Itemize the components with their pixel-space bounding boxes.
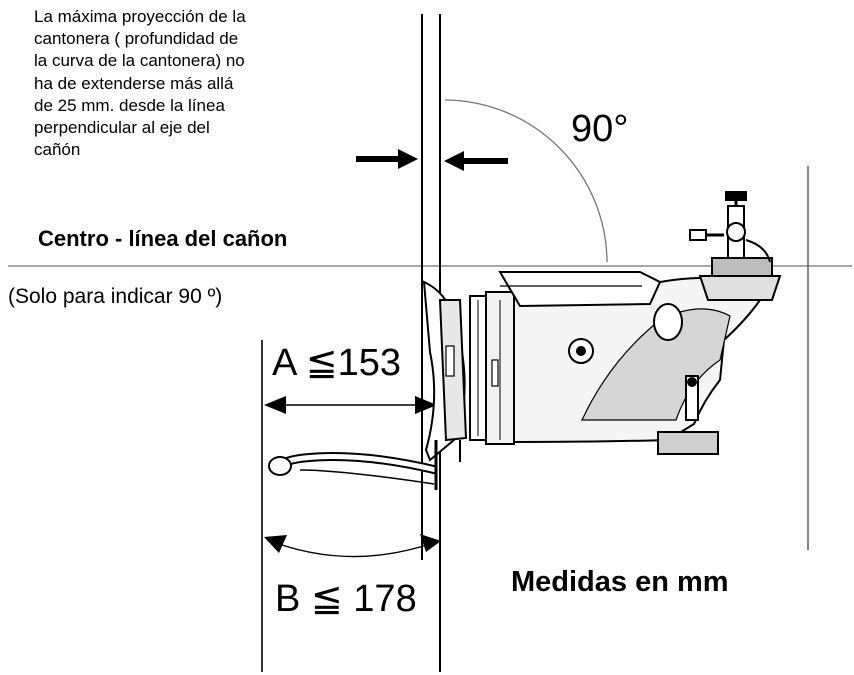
- arrow-left-icon: [444, 151, 508, 171]
- centerline-label: Centro - línea del cañon: [38, 226, 288, 251]
- note-line: la curva de la cantonera) no: [34, 51, 245, 71]
- projection-rule-note: La máxima proyección de la cantonera ( p…: [34, 6, 344, 161]
- rifle-stock-illustration: [268, 191, 782, 490]
- note-line: ha de extenderse más allá: [34, 73, 234, 93]
- arrow-right-icon: [356, 149, 418, 169]
- right-angle-arc: [444, 99, 608, 263]
- angle-label: 90°: [571, 108, 629, 150]
- note-line: cañón: [34, 140, 81, 160]
- indicator-note: (Solo para indicar 90 º): [8, 285, 223, 308]
- dimension-a-arrow: [264, 396, 437, 414]
- note-line: perpendicular al eje del: [34, 118, 210, 138]
- dimension-a-label: A ≦153: [272, 342, 402, 384]
- dimension-b-label: B ≦ 178: [275, 578, 417, 620]
- note-line: de 25 mm. desde la línea: [34, 95, 225, 115]
- note-line: La máxima proyección de la: [34, 7, 246, 26]
- units-label: Medidas en mm: [511, 566, 729, 598]
- dimension-b-arrow: [264, 534, 441, 558]
- note-line: cantonera ( profundidad de: [34, 29, 239, 49]
